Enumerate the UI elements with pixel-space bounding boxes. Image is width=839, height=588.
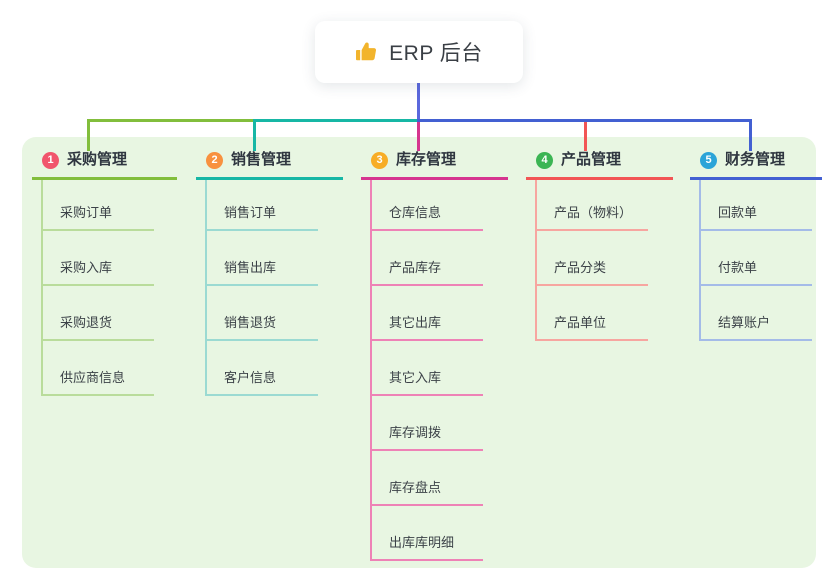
child-node[interactable]: 付款单 [701, 231, 812, 286]
child-node[interactable]: 库存盘点 [372, 451, 483, 506]
branch-title: 财务管理 [725, 151, 786, 168]
connector-segment-blue [417, 119, 752, 122]
child-node[interactable]: 产品单位 [537, 286, 648, 341]
child-node[interactable]: 其它入库 [372, 341, 483, 396]
branch-title: 产品管理 [561, 151, 622, 168]
child-node[interactable]: 销售出库 [207, 231, 318, 286]
child-node[interactable]: 出库库明细 [372, 506, 483, 561]
child-node[interactable]: 采购退货 [43, 286, 154, 341]
branch-column-2: 2 销售管理 销售订单销售出库销售退货客户信息 [196, 150, 343, 396]
branch-column-5: 5 财务管理 回款单付款单结算账户 [690, 150, 822, 341]
branch-title: 采购管理 [67, 151, 128, 168]
connector-branch-5-drop [749, 119, 752, 151]
thumbs-up-icon [355, 40, 379, 64]
child-node[interactable]: 结算账户 [701, 286, 812, 341]
mindmap-background-panel [22, 137, 816, 568]
branch-column-3: 3 库存管理 仓库信息产品库存其它出库其它入库库存调拨库存盘点出库库明细 [361, 150, 508, 561]
child-node[interactable]: 供应商信息 [43, 341, 154, 396]
branch-header[interactable]: 4 产品管理 [526, 150, 673, 180]
branch-children: 销售订单销售出库销售退货客户信息 [205, 180, 318, 396]
connector-root-stem [417, 83, 420, 121]
branch-index-badge: 5 [700, 151, 717, 169]
branch-index-badge: 3 [371, 151, 388, 169]
branch-title: 销售管理 [231, 151, 292, 168]
branch-index-badge: 4 [536, 151, 553, 169]
child-node[interactable]: 销售退货 [207, 286, 318, 341]
child-node[interactable]: 库存调拨 [372, 396, 483, 451]
child-node[interactable]: 回款单 [701, 180, 812, 231]
connector-branch-1-drop [87, 119, 90, 151]
branch-index-badge: 2 [206, 151, 223, 169]
connector-segment-teal [253, 119, 419, 122]
connector-segment-green [87, 119, 255, 122]
branch-title: 库存管理 [396, 151, 457, 168]
branch-header[interactable]: 5 财务管理 [690, 150, 822, 180]
branch-header[interactable]: 2 销售管理 [196, 150, 343, 180]
child-node[interactable]: 产品库存 [372, 231, 483, 286]
child-node[interactable]: 采购订单 [43, 180, 154, 231]
branch-children: 采购订单采购入库采购退货供应商信息 [41, 180, 154, 396]
child-node[interactable]: 仓库信息 [372, 180, 483, 231]
child-node[interactable]: 产品（物料） [537, 180, 649, 231]
branch-column-4: 4 产品管理 产品（物料）产品分类产品单位 [526, 150, 673, 341]
branch-children: 产品（物料）产品分类产品单位 [535, 180, 649, 341]
child-node[interactable]: 销售订单 [207, 180, 318, 231]
branch-header[interactable]: 3 库存管理 [361, 150, 508, 180]
connector-branch-2-drop [253, 119, 256, 151]
root-node[interactable]: ERP 后台 [315, 21, 523, 83]
branch-column-1: 1 采购管理 采购订单采购入库采购退货供应商信息 [32, 150, 177, 396]
connector-branch-4-drop [584, 122, 587, 151]
child-node[interactable]: 其它出库 [372, 286, 483, 341]
child-node[interactable]: 采购入库 [43, 231, 154, 286]
root-title: ERP 后台 [389, 42, 483, 65]
child-node[interactable]: 产品分类 [537, 231, 648, 286]
child-node[interactable]: 客户信息 [207, 341, 318, 396]
connector-branch-3-drop [417, 122, 420, 151]
branch-index-badge: 1 [42, 151, 59, 169]
branch-header[interactable]: 1 采购管理 [32, 150, 177, 180]
branch-children: 回款单付款单结算账户 [699, 180, 812, 341]
branch-children: 仓库信息产品库存其它出库其它入库库存调拨库存盘点出库库明细 [370, 180, 483, 561]
